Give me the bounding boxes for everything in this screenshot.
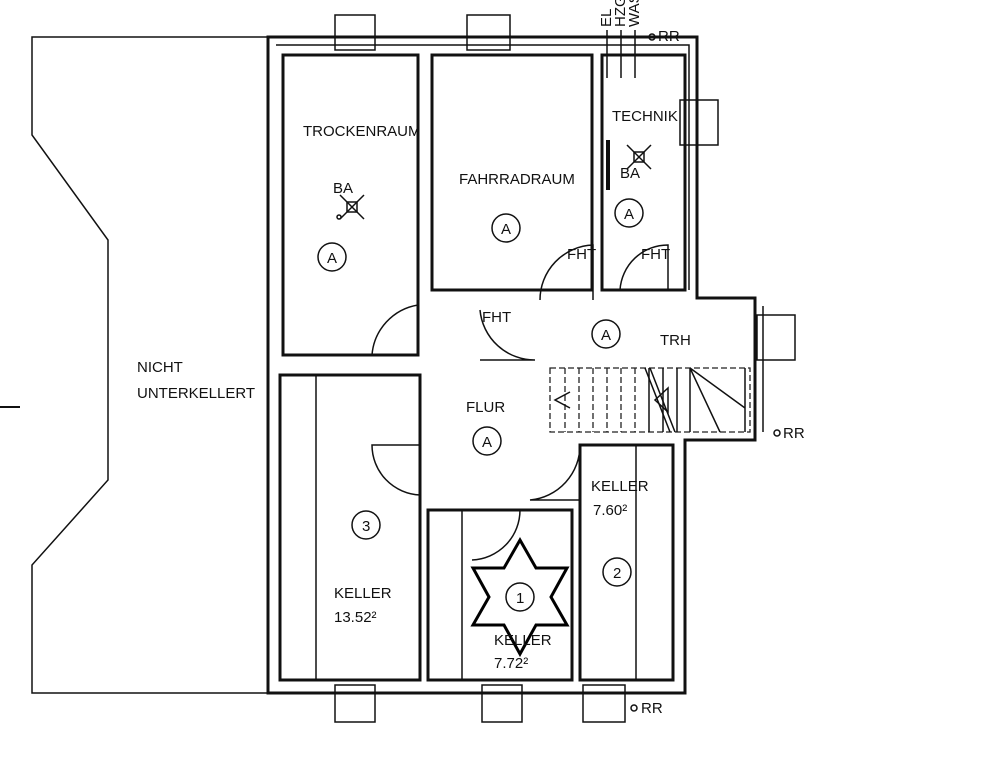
room-label-keller-3: KELLER: [334, 585, 392, 602]
outer-wall: [266, 35, 757, 695]
inner-wall-line: [276, 44, 764, 432]
marker-3: 3: [362, 518, 370, 535]
utility-label: HZG: [612, 0, 629, 27]
utility-lines: [606, 30, 636, 78]
room-keller-2: [578, 443, 675, 682]
room-trockenraum: [281, 53, 420, 357]
marker-a: A: [624, 206, 634, 223]
unbasemented-label: NICHT: [137, 359, 183, 376]
room-label-flur: FLUR: [466, 399, 505, 416]
marker-labels: A A A A A 3 2 1: [327, 206, 634, 607]
marker-a: A: [501, 221, 511, 238]
ba-label: BA: [620, 165, 640, 182]
fht-label: FHT: [482, 309, 511, 326]
door-swing: [529, 444, 581, 501]
marker-a: A: [482, 434, 492, 451]
door-swing: [539, 244, 594, 301]
room-label-trh: TRH: [660, 332, 691, 349]
rr-label: RR: [658, 28, 680, 45]
room-keller-3: [278, 373, 422, 682]
fht-label: FHT: [567, 246, 596, 263]
marker-a: A: [601, 327, 611, 344]
room-technik: [600, 53, 687, 292]
unbasemented-label: UNTERKELLERT: [137, 385, 255, 402]
staircase: [549, 367, 751, 433]
marker-a: A: [327, 250, 337, 267]
door-swing: [371, 444, 421, 496]
rr-label: RR: [641, 700, 663, 717]
door-swing: [479, 309, 536, 361]
rr-label: RR: [783, 425, 805, 442]
room-fahrradraum: [430, 53, 594, 292]
unbasemented-area-outline: [31, 36, 268, 694]
room-area-keller-1: 7.72²: [494, 655, 528, 672]
star-marker-icon: [470, 536, 570, 658]
utility-label: EL: [598, 9, 615, 27]
room-markers: [317, 33, 781, 712]
floor-drain-icon: [339, 194, 365, 220]
door-swing: [471, 509, 521, 561]
room-area-keller-2: 7.60²: [593, 502, 627, 519]
ba-label: BA: [333, 180, 353, 197]
door-swing: [619, 244, 669, 291]
room-label-keller-1: KELLER: [494, 632, 552, 649]
marker-1: 1: [516, 590, 524, 607]
room-label-keller-2: KELLER: [591, 478, 649, 495]
room-area-keller-3: 13.52²: [334, 609, 377, 626]
marker-2: 2: [613, 565, 621, 582]
room-label-fahrradraum: FAHRRADRAUM: [459, 171, 575, 188]
door-swing: [371, 304, 419, 356]
room-label-technik: TECHNIK: [612, 108, 678, 125]
fht-label: FHT: [641, 246, 670, 263]
utility-label: WAS: [626, 0, 643, 27]
floor-drain-icon: [626, 144, 652, 170]
windows: [334, 14, 796, 723]
room-label-trockenraum: TROCKENRAUM: [303, 123, 421, 140]
